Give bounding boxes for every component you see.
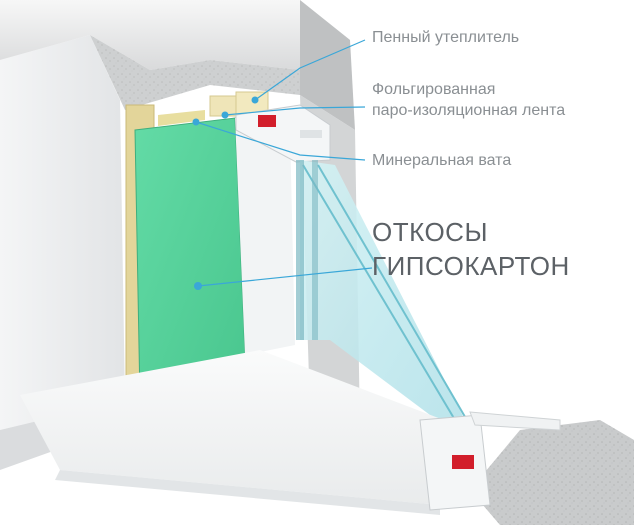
slope-surface [235, 118, 295, 355]
label-foil-tape-line2: паро-изоляционная лента [372, 102, 566, 119]
label-foam-insulation: Пенный утеплитель [372, 29, 520, 46]
label-foil-tape-line1: Фольгированная [372, 81, 496, 98]
leader-dots [192, 96, 259, 290]
leader-lines [195, 39, 373, 287]
label-mineral-wool: Минеральная вата [372, 152, 512, 169]
window-frame-bottom [419, 414, 491, 511]
concrete-lintel [0, 0, 355, 130]
glass-unit [296, 160, 470, 445]
outer-drip [469, 411, 561, 431]
window-frame-top [235, 104, 331, 163]
title-line2: ГИПСОКАРТОН [372, 251, 570, 281]
title-line1: ОТКОСЫ [372, 217, 488, 247]
window-sill [20, 350, 470, 515]
mineral-wool [158, 110, 205, 126]
